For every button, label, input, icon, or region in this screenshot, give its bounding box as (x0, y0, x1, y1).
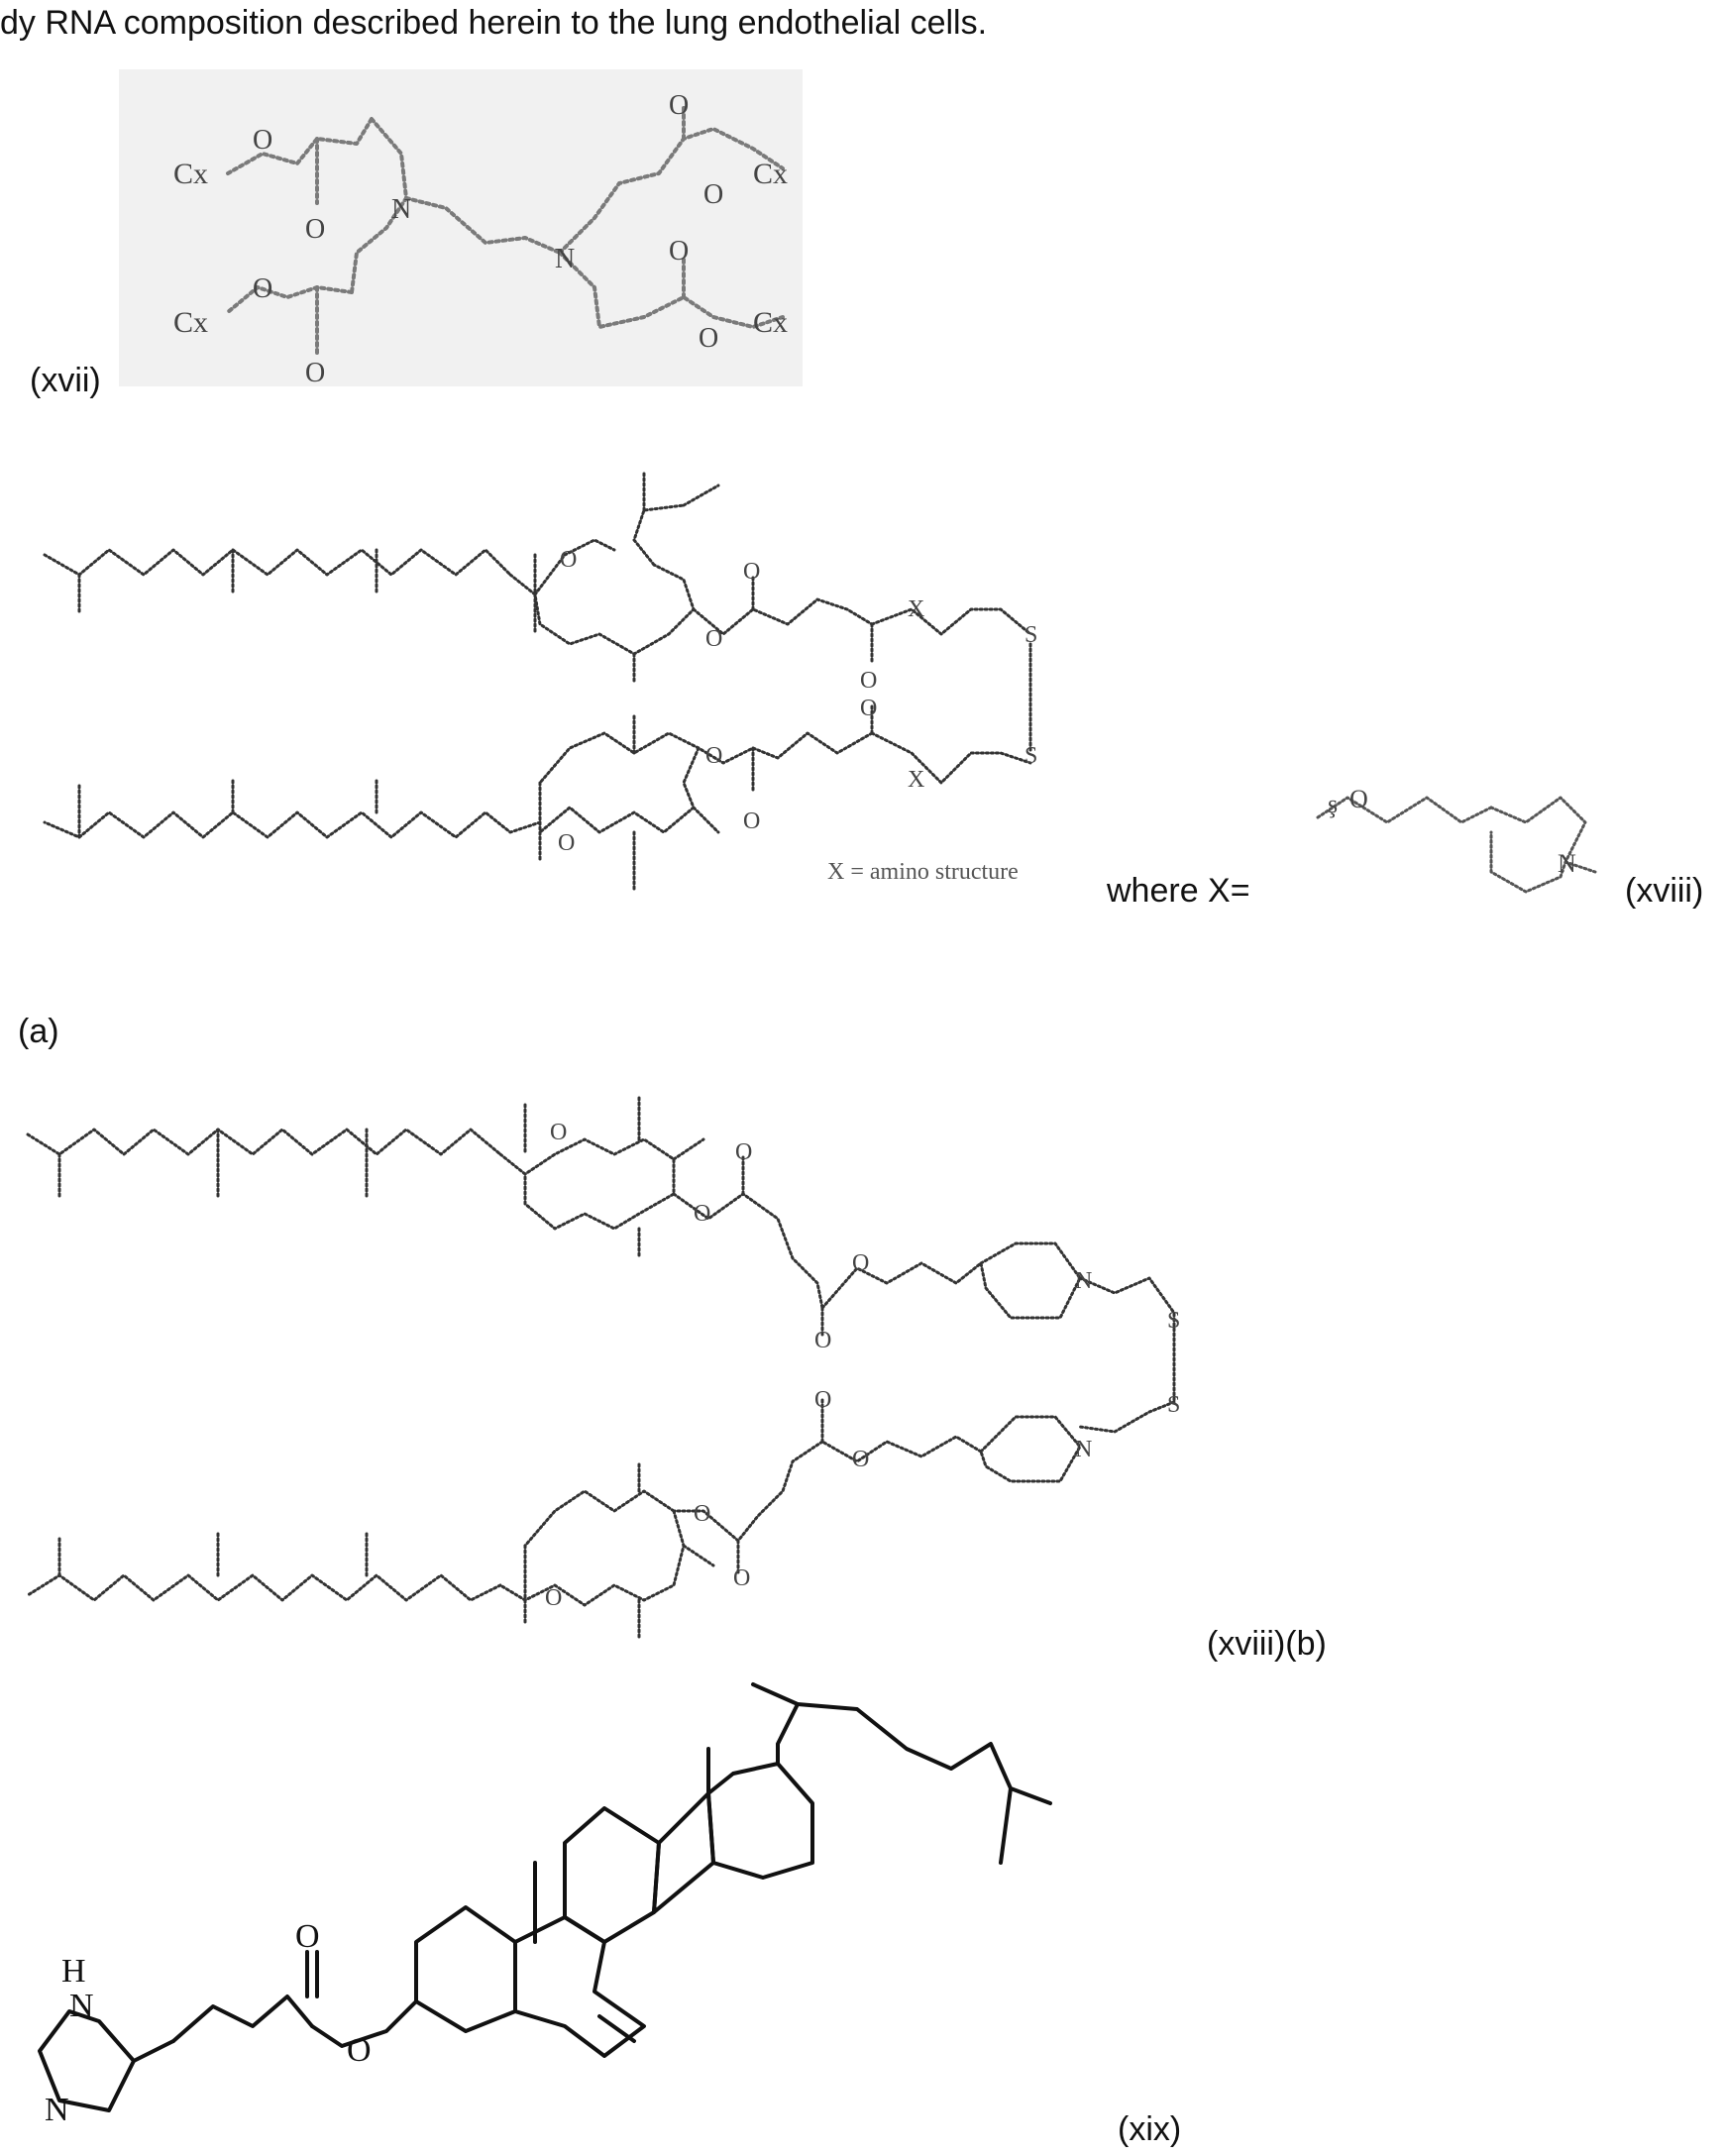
xvii-atom-o-6: O (703, 179, 723, 210)
xix-ring-a (416, 1907, 515, 2031)
b-atom-o-2: O (694, 1201, 710, 1227)
a-atom-s-2: S (1024, 743, 1037, 769)
xvii-atom-o-5: O (669, 90, 689, 121)
a-atom-x-1: X (908, 596, 924, 622)
a-tail-upper (45, 550, 510, 575)
a-x-chain-upper (872, 609, 1030, 634)
b-atom-s-1: S (1167, 1308, 1180, 1334)
b-methyl-upper-2 (674, 1139, 703, 1159)
label-x-amino-structure: X = amino structure (827, 859, 1019, 886)
xix-atom-n-2: N (45, 2092, 69, 2128)
xvii-atom-o-4: O (305, 358, 325, 388)
label-xix: (xix) (1118, 2110, 1181, 2149)
label-xvii: (xvii) (30, 362, 101, 400)
x-sub-attach-mark: ş (1328, 790, 1338, 818)
xix-atom-h: H (61, 1953, 86, 1990)
a-atom-o-8: O (558, 830, 575, 856)
b-tail-lower (28, 1575, 500, 1600)
xix-chain-1 (134, 2041, 173, 2061)
b-chain-lower (822, 1437, 981, 1461)
a-x-chain-lower (872, 733, 1030, 783)
xvii-atom-o-3: O (253, 273, 272, 304)
b-n-chain-upper (1080, 1278, 1174, 1402)
b-atom-o-8: O (694, 1501, 710, 1527)
label-xviii: (xviii) (1625, 872, 1703, 911)
b-atom-o-9: O (733, 1565, 750, 1591)
structure-xix: H N N O O (40, 1684, 1050, 2128)
xix-ring-d (708, 1764, 812, 1878)
structure-xviii-b: O O O O O N S S N O O O O O (28, 1095, 1180, 1640)
xix-atom-o-2: O (347, 2032, 372, 2069)
a-methyl-lower-2 (694, 808, 718, 832)
a-atom-s-1: S (1024, 622, 1037, 648)
a-atom-o-4: O (860, 668, 877, 694)
b-ring-lower-1 (500, 1511, 684, 1605)
b-atom-o-5: O (852, 1250, 869, 1276)
xix-side-chain-3 (1001, 1788, 1011, 1863)
a-atom-o-2: O (705, 626, 722, 652)
a-ring-upper-1 (510, 565, 694, 654)
a-ring-lower-2 (540, 733, 699, 783)
xix-chain-2 (173, 1996, 312, 2041)
xvii-atom-o-7: O (669, 236, 689, 267)
label-where-x: where X= (1107, 872, 1250, 911)
b-atom-o-4: O (814, 1328, 831, 1353)
xix-ring-c (565, 1808, 659, 1942)
b-methyl-lower-2 (684, 1546, 713, 1565)
b-atom-o-1: O (550, 1120, 567, 1145)
a-ring-upper-2 (634, 505, 684, 565)
a-atom-x-2: X (908, 767, 924, 793)
structure-x-substituent: ş O N (1318, 785, 1595, 892)
structure-xvii: Cx O O N Cx O O N O O Cx O O Cx (119, 69, 803, 388)
xvii-atom-cx-3: Cx (753, 158, 788, 190)
xix-atom-n-1: N (69, 1988, 94, 2024)
b-ring-upper (500, 1139, 674, 1229)
b-tail-upper (28, 1130, 500, 1154)
a-linker-lower (699, 733, 872, 763)
b-atom-o-7: O (852, 1447, 869, 1472)
xix-side-chain-1 (753, 1684, 798, 1764)
a-methyl-upper-2 (684, 485, 718, 505)
b-atom-n-1: N (1075, 1268, 1092, 1294)
b-piperidine-upper (981, 1243, 1080, 1318)
b-atom-o-10: O (545, 1585, 562, 1611)
xvii-atom-o-8: O (699, 323, 718, 354)
xvii-atom-o-1: O (253, 125, 272, 156)
xvii-atom-cx-2: Cx (173, 306, 208, 339)
a-atom-o-1: O (560, 547, 577, 573)
x-sub-atom-n: N (1558, 849, 1576, 878)
xvii-atom-cx-4: Cx (753, 306, 788, 339)
x-sub-atom-o: O (1349, 785, 1368, 813)
xix-ring-b-double (599, 2016, 634, 2041)
xvii-atom-o-2: O (305, 214, 325, 245)
xvii-atom-n-2: N (555, 244, 575, 274)
a-atom-o-3: O (743, 559, 760, 585)
xvii-atom-cx-1: Cx (173, 158, 208, 190)
a-tail-lower (45, 812, 540, 837)
a-atom-o-5: O (860, 696, 877, 721)
b-n-chain-lower (1080, 1402, 1174, 1432)
xix-atom-o-1: O (295, 1918, 320, 1955)
xix-ring-c-2 (654, 1793, 713, 1912)
structure-a: O O O O X S S O X O O O (45, 471, 1037, 892)
a-atom-o-7: O (743, 808, 760, 834)
b-atom-n-2: N (1075, 1437, 1092, 1462)
b-atom-o-6: O (814, 1387, 831, 1413)
a-ring-lower-1 (540, 748, 699, 832)
b-piperidine-lower (981, 1417, 1080, 1481)
label-xviii-b: (xviii)(b) (1207, 1625, 1327, 1664)
a-atom-o-6: O (705, 743, 722, 769)
b-ring-lower-2 (525, 1491, 674, 1546)
b-chain-upper (822, 1263, 981, 1308)
b-atom-o-3: O (735, 1139, 752, 1165)
x-sub-chain (1318, 798, 1491, 822)
label-a: (a) (18, 1013, 59, 1051)
xvii-atom-n-1: N (391, 194, 411, 225)
b-atom-s-2: S (1167, 1392, 1180, 1418)
